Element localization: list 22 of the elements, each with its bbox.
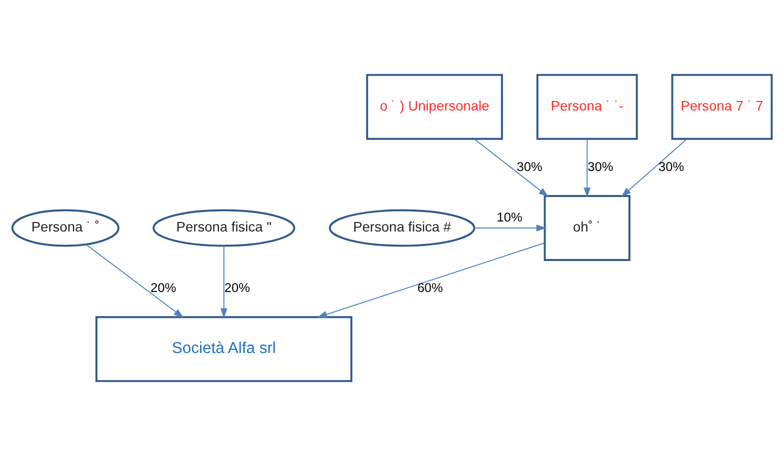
edge-label: 20% [150, 279, 176, 294]
node-box: Persona 7 ˙ 7 [671, 73, 773, 140]
node-box: oh˚ ˙ [544, 194, 630, 260]
node-ellipse: Persona ˙ ˚ [11, 208, 120, 246]
edge-label: 10% [496, 209, 522, 224]
node-box: Società Alfa srl [95, 316, 352, 382]
edge-label: 20% [224, 279, 250, 294]
arrow [474, 224, 546, 231]
arrow [317, 242, 546, 318]
node-box: o ˙ ) Unipersonale [366, 73, 503, 140]
arrow [584, 138, 591, 197]
arrow [621, 138, 688, 196]
edge-label: 60% [417, 279, 443, 294]
edge-label: 30% [658, 158, 684, 174]
node-box: Persona ˙ ˙- [536, 73, 638, 140]
edge-label: 30% [516, 158, 542, 174]
edge-label: 30% [588, 158, 614, 174]
arrow [86, 244, 184, 318]
arrow [220, 244, 228, 318]
arrow [474, 138, 548, 196]
node-ellipse: Persona fisica # [328, 208, 476, 246]
node-ellipse: Persona fisica " [152, 208, 296, 246]
